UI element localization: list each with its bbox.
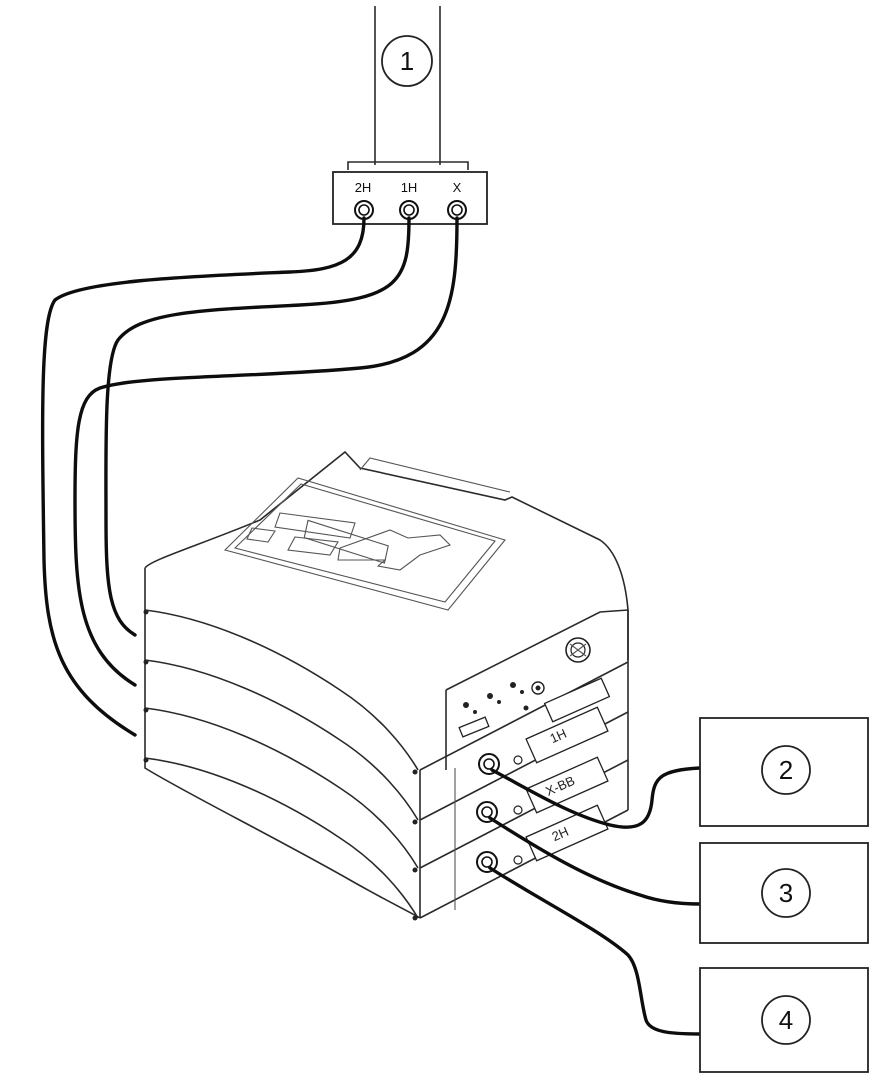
probe-port-2h[interactable] bbox=[354, 200, 374, 220]
cable-1h bbox=[104, 216, 411, 637]
callout-4 bbox=[761, 995, 811, 1045]
screws bbox=[143, 609, 418, 921]
probe-connector-box: 2H 1H X bbox=[332, 171, 488, 225]
callout-1-number: 1 bbox=[400, 46, 414, 76]
module-x-bb-connector[interactable] bbox=[476, 801, 498, 823]
module-label-2h: 2H bbox=[550, 824, 571, 844]
callout-3 bbox=[761, 868, 811, 918]
box-2: 2 bbox=[699, 717, 869, 827]
probe-port-label-x: X bbox=[453, 180, 462, 195]
box-4: 4 bbox=[699, 967, 869, 1073]
callout-3-number: 3 bbox=[779, 878, 793, 908]
callout-2 bbox=[761, 745, 811, 795]
cable-2h bbox=[40, 216, 366, 737]
callout-1: 1 bbox=[381, 35, 433, 87]
top-panel bbox=[458, 637, 611, 738]
cable-x bbox=[73, 216, 459, 687]
callout-4-number: 4 bbox=[779, 1005, 793, 1035]
preamplifier-unit: 1H X-BB 2H bbox=[143, 450, 629, 921]
small-connectors bbox=[463, 682, 529, 714]
cable-to-box-3 bbox=[488, 816, 702, 906]
probe-port-label-2h: 2H bbox=[355, 180, 372, 195]
probe-port-label-1h: 1H bbox=[401, 180, 418, 195]
module-label-1h: 1H bbox=[548, 726, 569, 746]
module-1h: 1H bbox=[478, 706, 609, 775]
module-1h-connector[interactable] bbox=[478, 753, 500, 775]
cable-to-box-4 bbox=[488, 866, 702, 1036]
callout-2-number: 2 bbox=[779, 755, 793, 785]
box-3: 3 bbox=[699, 842, 869, 944]
probe-body bbox=[347, 6, 469, 170]
cable-to-box-2 bbox=[490, 766, 702, 829]
module-2h-connector[interactable] bbox=[476, 851, 498, 873]
